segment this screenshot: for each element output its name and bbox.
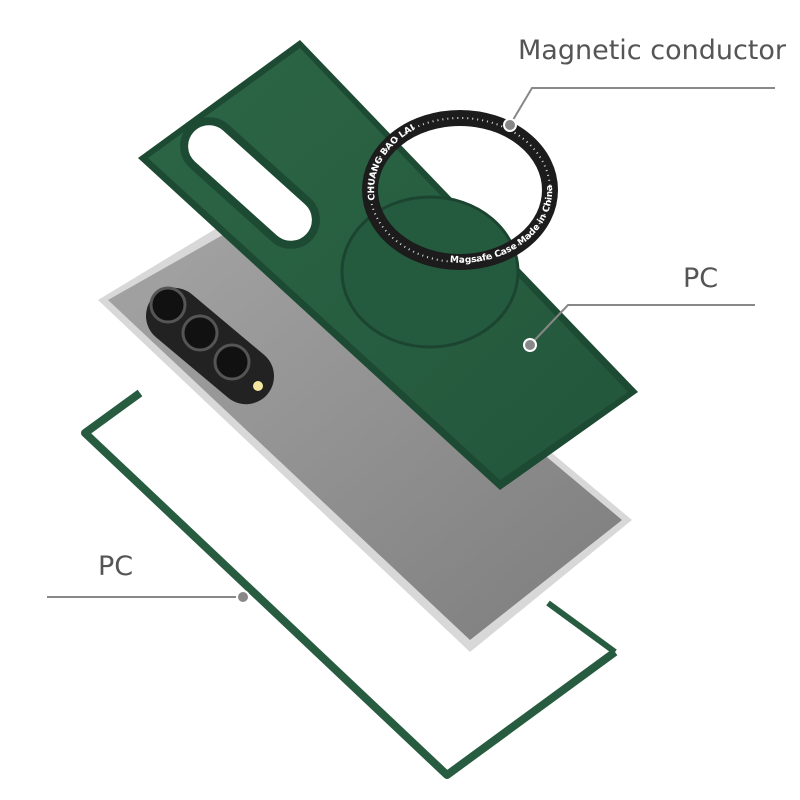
phone: [98, 205, 632, 652]
callout-back-case: PC: [683, 263, 719, 294]
camera-cutout: [180, 117, 320, 249]
camera-lens-icon: [213, 343, 251, 381]
back-case: [138, 40, 638, 490]
callout-magnetic-conductor: Magnetic conductor: [518, 35, 786, 66]
callout-dot: [523, 338, 537, 352]
callout-frame: PC: [98, 551, 134, 582]
magnet-recess: [340, 195, 520, 349]
side-frame: [81, 389, 618, 779]
callout-lines: [47, 87, 775, 598]
flash-icon: [253, 381, 263, 391]
callout-dot: [503, 118, 517, 132]
camera-lens-icon: [181, 314, 219, 352]
camera-lens-icon: [149, 286, 187, 324]
callout-dot: [236, 590, 250, 604]
